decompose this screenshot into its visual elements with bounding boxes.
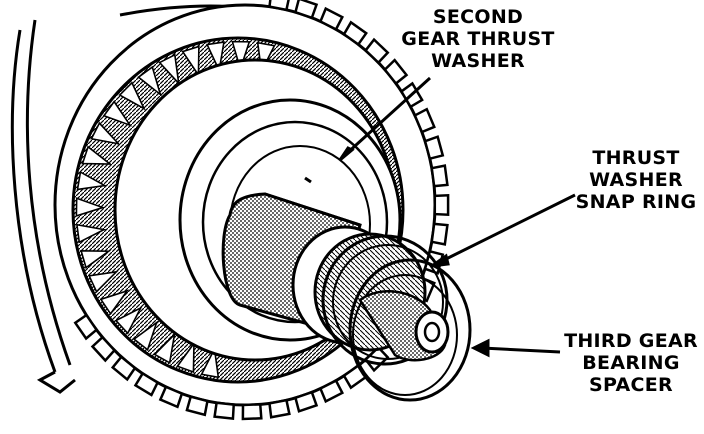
leader-second-gear-thrust-washer (343, 76, 432, 157)
gear-tooth (268, 0, 290, 12)
gear-tooth (318, 378, 345, 404)
gear-tooth (213, 401, 236, 421)
leader-third-gear-bearing-spacer (481, 346, 561, 354)
internal-gear-tooth (80, 249, 112, 269)
internal-gear-tooth (102, 100, 132, 127)
internal-gear-tooth (118, 81, 146, 111)
arrowhead-second (338, 146, 355, 162)
gear-tooth (318, 6, 345, 32)
label-line: SECOND (432, 6, 524, 28)
gear-tooth (363, 37, 390, 65)
gear-tooth (241, 403, 263, 421)
internal-gear-tooth (181, 45, 200, 78)
label-line: THRUST (592, 147, 680, 169)
internal-gear-tooth (200, 346, 220, 379)
gear-tooth (268, 398, 291, 419)
internal-gear-tooth (114, 306, 143, 335)
label-line: SNAP RING (575, 191, 697, 213)
internal-gear-tooth (132, 320, 159, 352)
internal-gear-tooth (176, 340, 195, 374)
label-line: THIRD GEAR (564, 330, 698, 352)
gear-tooth (185, 395, 209, 417)
internal-gear-tooth (153, 332, 176, 365)
gear-tooth (293, 390, 319, 413)
gear-tooth (423, 135, 445, 161)
gear-tooth (110, 355, 137, 382)
internal-gear-tooth (90, 121, 121, 146)
internal-gear-tooth (99, 289, 130, 316)
internal-gear-tooth (76, 170, 108, 191)
internal-gear-tooth (137, 65, 162, 97)
internal-gear-tooth (75, 223, 107, 244)
gear-tooth (73, 313, 99, 341)
internal-gear-tooth (81, 145, 113, 165)
gear-tooth (293, 0, 319, 20)
internal-gear-tooth (87, 270, 119, 294)
label-second-gear-thrust-washer: SECOND GEAR THRUST WASHER (398, 6, 558, 72)
label-line: BEARING (582, 352, 680, 374)
arrowhead-third (470, 338, 490, 358)
label-third-gear-bearing-spacer: THIRD GEAR BEARING SPACER (558, 330, 704, 396)
gear-tooth (383, 58, 409, 86)
label-line: GEAR THRUST (401, 28, 555, 50)
gear-tooth (90, 335, 117, 363)
leader-thrust-washer-snap-ring (439, 193, 576, 264)
gear-tooth (342, 20, 368, 47)
gear-tooth (430, 164, 449, 188)
internal-gear-tooth (75, 197, 106, 217)
label-line: WASHER (589, 169, 683, 191)
third-gear-bearing-spacer (348, 258, 472, 402)
internal-gear-tooth (158, 53, 180, 86)
gear-tooth (133, 371, 160, 397)
gear-tooth (158, 385, 184, 409)
gear-tooth (433, 193, 450, 217)
gear-tooth (413, 107, 436, 134)
label-thrust-washer-snap-ring: THRUST WASHER SNAP RING (568, 147, 704, 213)
label-line: WASHER (431, 50, 525, 72)
internal-gear-tooth (231, 40, 251, 72)
arrowhead-snap (431, 253, 450, 268)
leader-lines (338, 76, 576, 358)
label-line: SPACER (589, 374, 673, 396)
gear-tooth (430, 222, 449, 246)
